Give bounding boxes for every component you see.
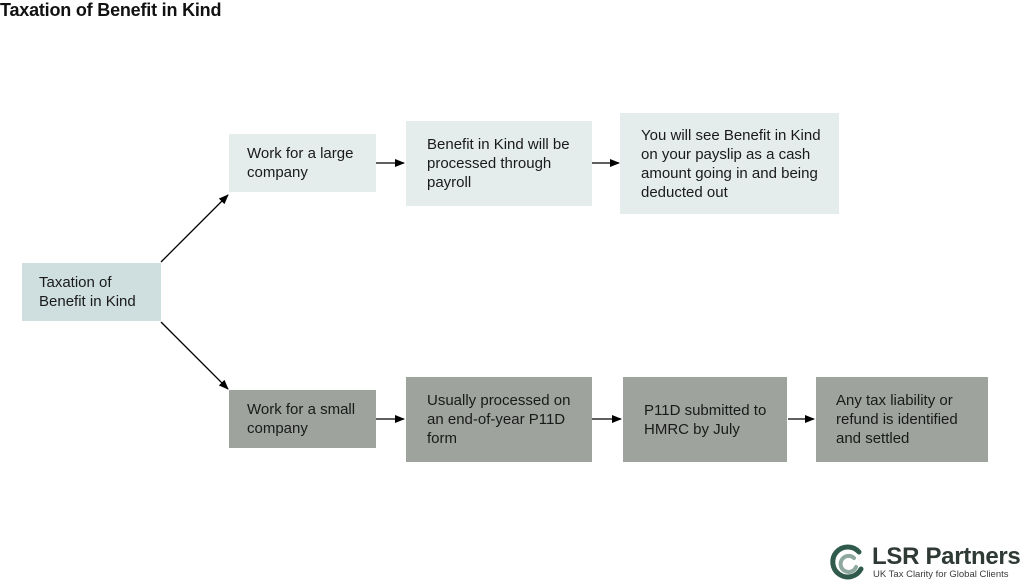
root-node-label: Taxation of Benefit in Kind bbox=[39, 274, 136, 310]
arrow-root-to-large bbox=[160, 194, 229, 263]
p11d-submitted-node: P11D submitted to HMRC by July bbox=[623, 377, 787, 462]
p11d-form-label: Usually processed on an end-of-year P11D… bbox=[427, 392, 571, 447]
tax-liability-node: Any tax liability or refund is identifie… bbox=[816, 377, 988, 462]
page-title: Taxation of Benefit in Kind bbox=[0, 0, 222, 20]
large-company-label: Work for a large company bbox=[247, 145, 354, 181]
logo-mark-icon bbox=[830, 544, 864, 580]
logo-name: LSR Partners bbox=[872, 543, 1021, 570]
payroll-label: Benefit in Kind will be processed throug… bbox=[427, 136, 570, 191]
tax-liability-label: Any tax liability or refund is identifie… bbox=[836, 392, 958, 447]
arrow-root-to-small bbox=[160, 321, 229, 390]
large-company-node: Work for a large company bbox=[229, 134, 376, 192]
payslip-label: You will see Benefit in Kind on your pay… bbox=[641, 126, 821, 201]
p11d-form-node: Usually processed on an end-of-year P11D… bbox=[406, 377, 592, 462]
p11d-submitted-label: P11D submitted to HMRC by July bbox=[644, 401, 767, 438]
root-node: Taxation of Benefit in Kind bbox=[22, 263, 161, 321]
payroll-node: Benefit in Kind will be processed throug… bbox=[406, 121, 592, 206]
logo-tagline: UK Tax Clarity for Global Clients bbox=[873, 569, 1009, 580]
lsr-partners-logo: LSR Partners UK Tax Clarity for Global C… bbox=[828, 542, 1024, 582]
small-company-label: Work for a small company bbox=[247, 401, 356, 437]
payslip-node: You will see Benefit in Kind on your pay… bbox=[620, 113, 839, 214]
small-company-node: Work for a small company bbox=[229, 390, 376, 448]
